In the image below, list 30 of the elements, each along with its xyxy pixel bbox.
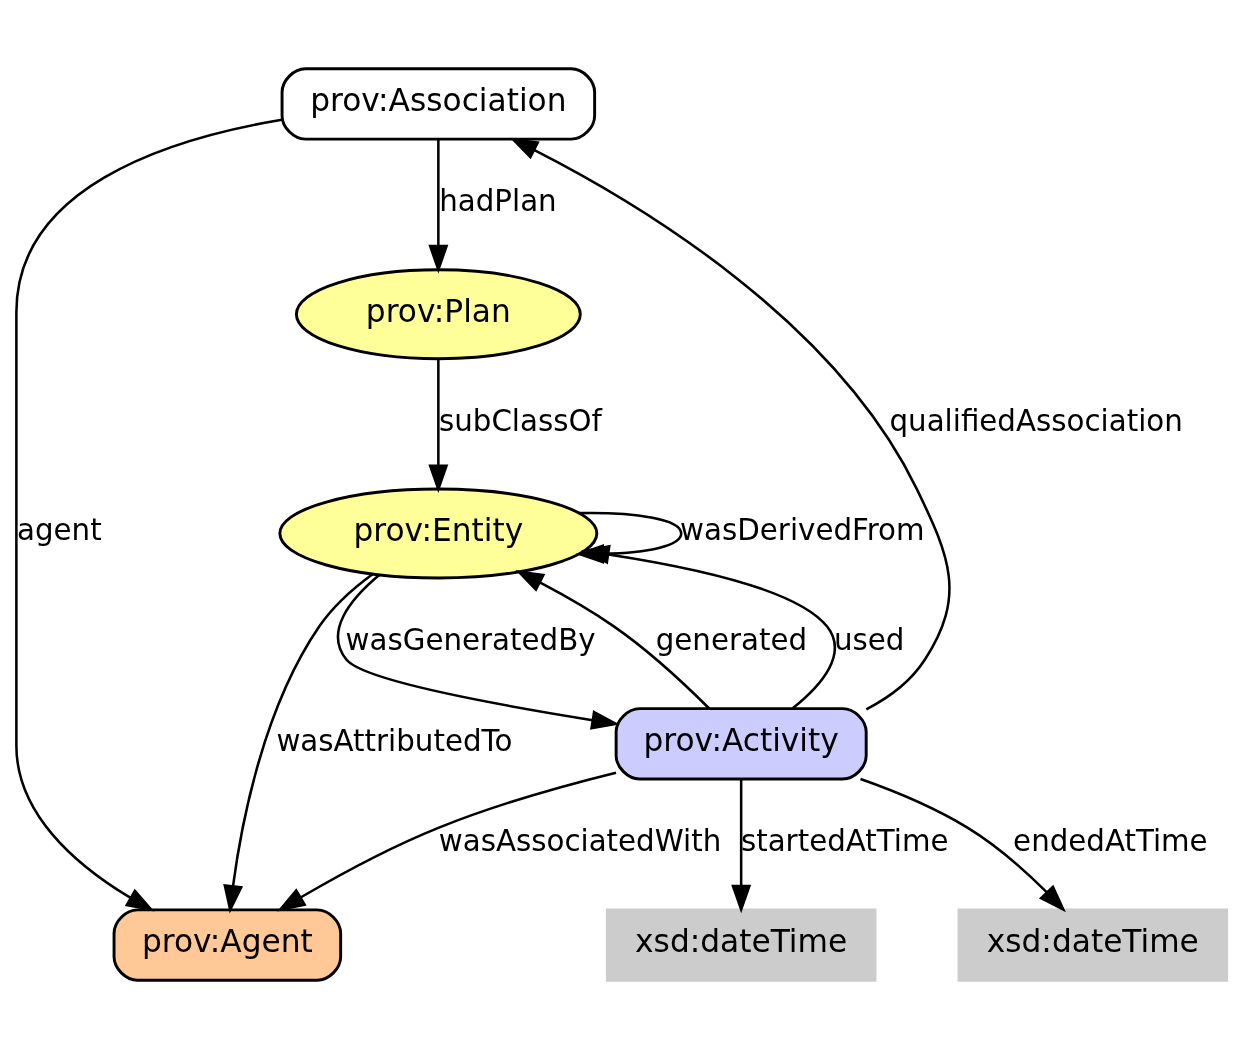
node-box: prov:Activity <box>614 706 868 780</box>
arrow <box>277 770 617 912</box>
arrow <box>509 137 951 710</box>
edge-label: startedAtTime <box>740 823 949 858</box>
edge-label: generated <box>655 622 808 657</box>
arrow <box>515 569 711 709</box>
arrow <box>15 118 283 911</box>
arrow <box>860 777 1066 912</box>
edge-label: used <box>833 622 905 657</box>
node-box: prov:Agent <box>112 907 343 982</box>
edge-label: hadPlan <box>439 183 557 218</box>
arrow <box>581 544 837 709</box>
edge-label: agent <box>17 512 102 547</box>
arrow <box>336 573 620 730</box>
arrow <box>428 358 449 493</box>
edge-label: subClassOf <box>438 403 602 438</box>
arrow <box>731 778 752 913</box>
edge-label: wasAssociatedWith <box>438 823 722 858</box>
edge-label: endedAtTime <box>1013 823 1208 858</box>
node-box: xsd:dateTime <box>957 907 1229 982</box>
edge-label: wasDerivedFrom <box>680 512 925 547</box>
node-ellipse: prov:Plan <box>294 267 582 360</box>
node-ellipse: prov:Entity <box>278 487 599 579</box>
edge-label: wasAttributedTo <box>276 723 513 758</box>
node-box: xsd:dateTime <box>605 907 877 982</box>
edge-label: qualifiedAssociation <box>889 403 1183 438</box>
arrow <box>223 572 374 913</box>
arrow <box>428 139 449 273</box>
edge-label: wasGeneratedBy <box>345 622 596 657</box>
node-box: prov:Association <box>280 66 597 141</box>
